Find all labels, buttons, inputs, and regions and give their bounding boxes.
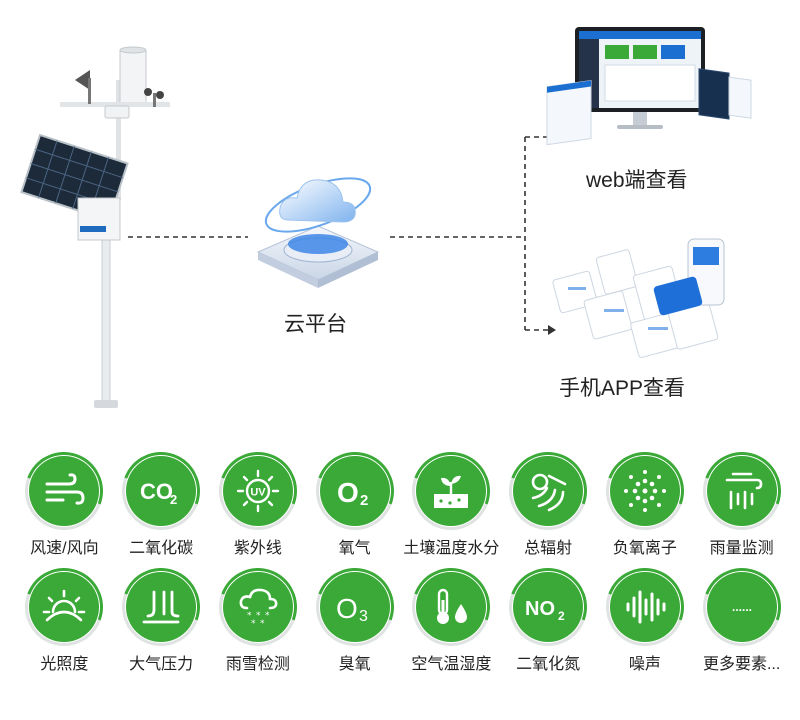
sensor-label: 臭氧 xyxy=(338,656,371,673)
sensor-item-wind: 风速/风向 xyxy=(16,456,113,558)
svg-text:......: ...... xyxy=(732,600,752,614)
sensor-item-rain-gauge: 雨量监测 xyxy=(693,456,790,558)
cloud-platform-label: 云平台 xyxy=(284,313,347,336)
svg-text:O: O xyxy=(337,477,359,508)
sensor-label: 雨雪检测 xyxy=(225,656,290,673)
pressure-icon xyxy=(126,572,197,642)
sensor-label: 负氧离子 xyxy=(612,540,677,557)
svg-text:3: 3 xyxy=(359,608,368,625)
sensor-item-air-temp-humidity: 空气温湿度 xyxy=(403,572,500,674)
svg-text:*: * xyxy=(256,611,261,621)
o2-icon: O 2 xyxy=(319,456,390,526)
svg-text:2: 2 xyxy=(170,492,177,507)
svg-text:2: 2 xyxy=(360,492,368,509)
cloud-platform-icon xyxy=(243,160,393,300)
more-icon: ...... xyxy=(706,572,777,642)
wind-icon xyxy=(29,456,100,526)
sensor-label: 噪声 xyxy=(628,656,661,673)
sensor-label: 空气温湿度 xyxy=(411,656,492,673)
svg-text:*: * xyxy=(251,619,256,629)
sensor-label: 总辐射 xyxy=(524,540,573,557)
no2-icon: NO 2 xyxy=(513,572,584,642)
soil-icon xyxy=(416,456,487,526)
sound-wave-icon xyxy=(609,572,680,642)
sensor-item-illuminance: 光照度 xyxy=(16,572,113,674)
svg-text:CO: CO xyxy=(140,479,173,504)
sensor-item-no2: NO 2 二氧化氮 xyxy=(500,572,597,674)
sensor-label: 紫外线 xyxy=(233,540,282,557)
o3-icon: O 3 xyxy=(319,572,390,642)
sensor-item-o2: O 2 氧气 xyxy=(306,456,403,558)
radiation-icon xyxy=(513,456,584,526)
svg-text:2: 2 xyxy=(558,609,565,623)
sensor-label: 二氧化氮 xyxy=(516,656,581,673)
sensor-item-more: ...... 更多要素... xyxy=(693,572,790,674)
weather-station-image xyxy=(20,40,180,420)
sensor-item-rain-snow: *** ** 雨雪检测 xyxy=(210,572,307,674)
sensor-item-pressure: 大气压力 xyxy=(113,572,210,674)
app-view-label: 手机APP查看 xyxy=(559,377,686,400)
sensor-item-negative-ion: 负氧离子 xyxy=(597,456,694,558)
svg-text:*: * xyxy=(260,619,265,629)
thermometer-drop-icon xyxy=(416,572,487,642)
uv-icon: UV xyxy=(222,456,293,526)
sensor-item-soil: 土壤温度水分 xyxy=(403,456,500,558)
sensor-grid: 风速/风向 CO 2 二氧化碳 UV 紫外线 xyxy=(16,456,790,674)
mobile-app-image xyxy=(548,235,768,360)
sensor-label: 大气压力 xyxy=(129,656,194,673)
rain-gauge-icon xyxy=(706,456,777,526)
negative-ion-icon xyxy=(609,456,680,526)
sensor-label: 风速/风向 xyxy=(30,540,99,557)
sensor-item-uv: UV 紫外线 xyxy=(210,456,307,558)
sensor-label: 雨量监测 xyxy=(709,540,774,557)
svg-text:*: * xyxy=(265,611,270,621)
sensor-label: 二氧化碳 xyxy=(129,540,194,557)
snow-cloud-icon: *** ** xyxy=(222,572,293,642)
svg-text:UV: UV xyxy=(250,487,266,499)
svg-text:NO: NO xyxy=(525,598,555,620)
sensor-item-ozone: O 3 臭氧 xyxy=(306,572,403,674)
sensor-item-radiation: 总辐射 xyxy=(500,456,597,558)
sensor-item-noise: 噪声 xyxy=(597,572,694,674)
svg-text:*: * xyxy=(247,611,252,621)
sensor-label: 氧气 xyxy=(338,540,371,557)
web-view-label: web端查看 xyxy=(586,169,688,192)
co2-icon: CO 2 xyxy=(126,456,197,526)
sensor-label: 光照度 xyxy=(40,656,89,673)
sun-icon xyxy=(29,572,100,642)
sensor-label: 土壤温度水分 xyxy=(403,540,500,557)
svg-text:O: O xyxy=(336,593,358,624)
sensor-label: 更多要素... xyxy=(702,656,781,673)
web-dashboard-image xyxy=(545,25,755,153)
sensor-item-co2: CO 2 二氧化碳 xyxy=(113,456,210,558)
